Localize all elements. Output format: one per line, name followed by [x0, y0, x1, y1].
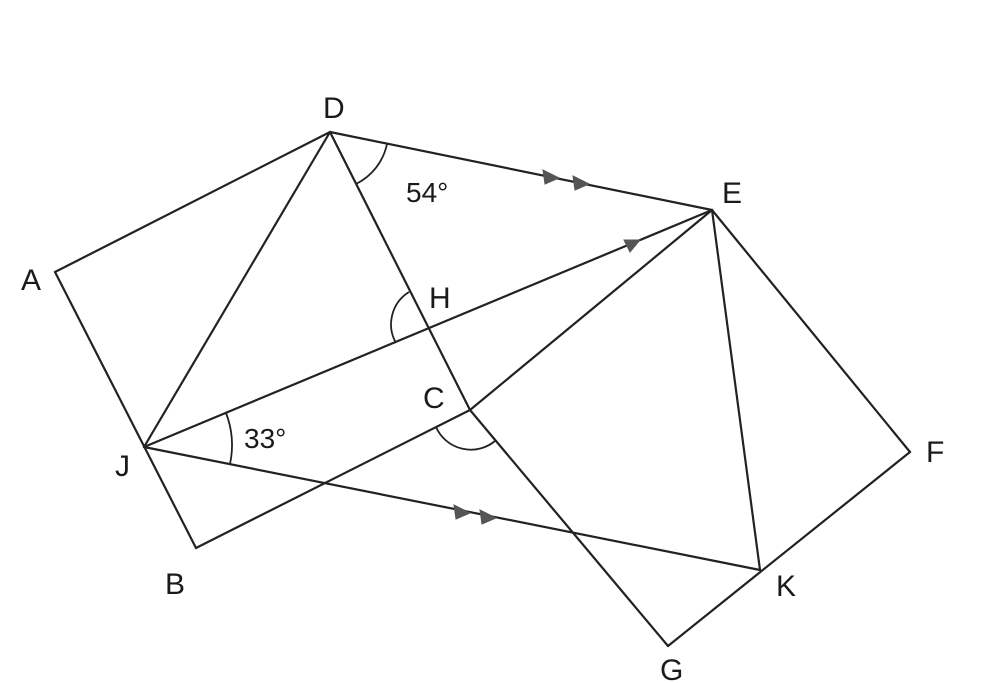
segment-AD	[53, 130, 332, 274]
angle-arc-C	[435, 426, 496, 451]
parallel-arrow-de-1	[542, 169, 561, 185]
parallel-arrow-de-2	[572, 175, 591, 191]
label-point-D: D	[323, 92, 345, 125]
angle-arc-H	[390, 291, 410, 344]
label-point-G: G	[660, 654, 683, 683]
label-point-C: C	[423, 382, 445, 415]
segment-BC	[194, 408, 472, 550]
angle-label-D: 54°	[406, 177, 448, 208]
label-point-B: B	[165, 568, 185, 601]
segment-DE	[328, 130, 714, 212]
direction-arrow-je	[623, 239, 642, 253]
angle-label-J: 33°	[244, 423, 286, 454]
angle-arc-J	[225, 412, 233, 465]
segment-DC	[328, 130, 472, 412]
segment-CE	[468, 208, 714, 412]
segment-EK	[710, 208, 762, 572]
label-point-J: J	[115, 450, 130, 483]
segment-AB	[53, 270, 198, 550]
segment-JE	[142, 208, 714, 449]
label-point-H: H	[429, 282, 451, 315]
parallel-arrow-jk-1	[453, 504, 472, 520]
segment-FG	[666, 450, 912, 648]
label-point-K: K	[776, 570, 796, 603]
segment-JK	[142, 445, 762, 572]
segment-EF	[710, 208, 912, 454]
label-point-A: A	[21, 264, 41, 297]
parallel-arrow-jk-2	[479, 509, 498, 525]
angle-arc-D	[355, 143, 388, 185]
segment-JD	[142, 130, 332, 449]
segment-CG	[468, 408, 670, 648]
label-point-F: F	[926, 436, 944, 469]
label-point-E: E	[722, 177, 742, 210]
